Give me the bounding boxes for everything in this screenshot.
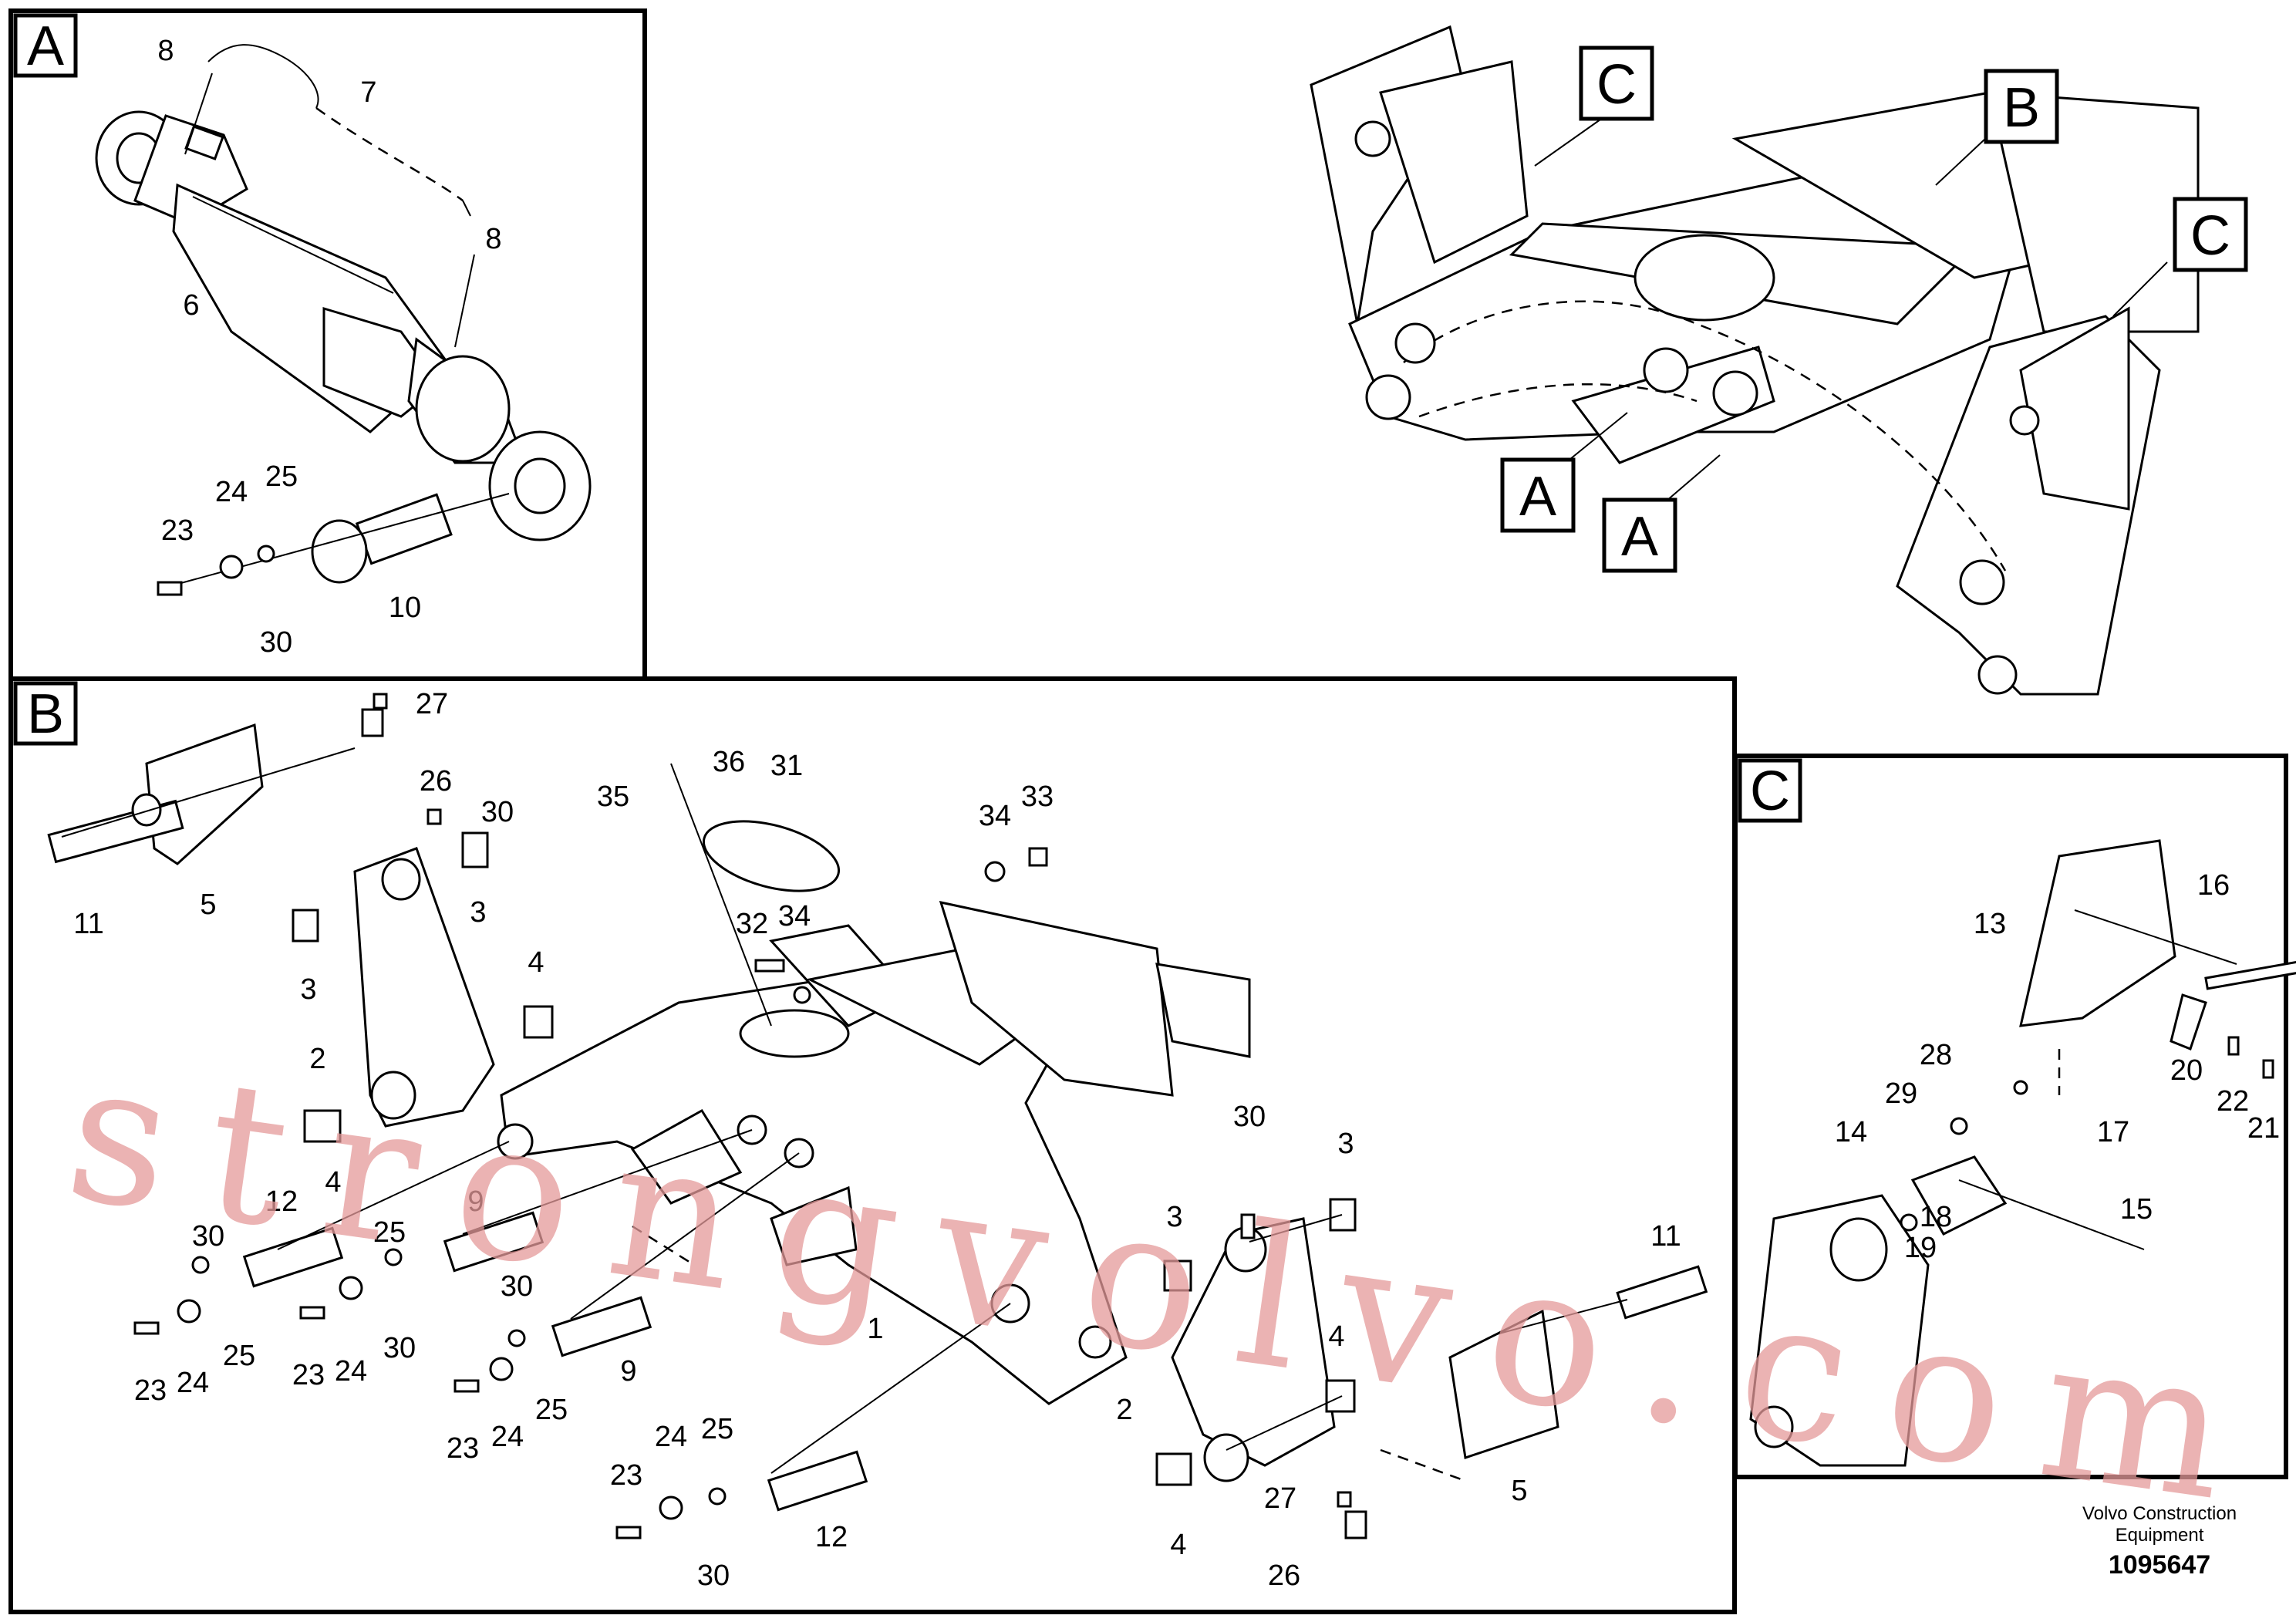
label-b-9-b: 9 <box>620 1355 636 1388</box>
overview-assembly: C B C A A <box>1310 25 2248 696</box>
label-a-10: 10 <box>389 592 421 624</box>
label-c-20: 20 <box>2170 1054 2203 1087</box>
callout-b-top: B <box>2003 77 2040 139</box>
label-b-4-d: 4 <box>1170 1529 1186 1561</box>
brand-line-1: Volvo Construction <box>2082 1503 2237 1524</box>
label-b-9-a: 9 <box>467 1185 484 1218</box>
label-b-24-a: 24 <box>177 1367 209 1399</box>
label-a-7: 7 <box>360 76 376 109</box>
label-b-3-a: 3 <box>470 896 486 929</box>
label-b-23-c: 23 <box>447 1432 479 1465</box>
cylinder-drawing <box>95 110 592 541</box>
label-b-5-left: 5 <box>200 889 216 921</box>
label-b-23-a: 23 <box>134 1374 167 1407</box>
label-b-34-top: 34 <box>979 800 1011 832</box>
callout-a-left: A <box>1519 466 1556 528</box>
label-b-25-a: 25 <box>223 1340 255 1372</box>
label-b-23-d: 23 <box>610 1459 642 1492</box>
brand-line-2: Equipment <box>2116 1525 2204 1546</box>
label-a-25: 25 <box>265 460 298 493</box>
label-b-30-a: 30 <box>192 1220 224 1253</box>
label-b-30-bottom: 30 <box>697 1560 730 1592</box>
label-b-2-left: 2 <box>309 1043 325 1075</box>
label-a-8-right: 8 <box>485 223 501 255</box>
label-b-12-bottom: 12 <box>815 1521 848 1553</box>
label-b-5-right: 5 <box>1511 1475 1527 1507</box>
label-b-31: 31 <box>770 750 803 782</box>
label-b-24-b: 24 <box>335 1355 367 1388</box>
label-c-17: 17 <box>2097 1116 2129 1148</box>
label-a-23: 23 <box>161 514 194 547</box>
footer: Volvo Construction Equipment 1095647 <box>2082 1503 2237 1580</box>
label-b-25-d: 25 <box>701 1413 733 1445</box>
label-c-13: 13 <box>1974 908 2006 940</box>
label-b-36: 36 <box>713 746 745 778</box>
document-number: 1095647 <box>2109 1550 2210 1580</box>
label-b-30-right: 30 <box>1233 1101 1266 1133</box>
label-b-4-b: 4 <box>325 1166 341 1199</box>
panel-c-tag-box <box>1738 758 1802 823</box>
label-b-27-bottom: 27 <box>1264 1482 1296 1515</box>
label-b-30-top: 30 <box>481 796 514 828</box>
panel-c-frame <box>1733 754 2288 1479</box>
label-b-34-mid: 34 <box>778 900 811 932</box>
label-b-27-top: 27 <box>416 688 448 720</box>
label-c-28: 28 <box>1920 1039 1952 1071</box>
label-c-22: 22 <box>2217 1085 2249 1118</box>
panel-a-tag-box <box>13 13 78 78</box>
label-b-24-c: 24 <box>491 1421 524 1453</box>
label-b-12-left: 12 <box>265 1185 298 1218</box>
label-a-30: 30 <box>260 626 292 659</box>
label-b-3-d: 3 <box>1166 1201 1182 1233</box>
label-b-11-right: 11 <box>1650 1220 1681 1253</box>
label-b-4-a: 4 <box>528 946 544 979</box>
panel-c-tag: C <box>1750 760 1790 822</box>
label-b-30-c: 30 <box>501 1270 533 1303</box>
label-b-24-d: 24 <box>655 1421 687 1453</box>
label-b-2-right: 2 <box>1116 1394 1132 1426</box>
label-b-26-bottom: 26 <box>1268 1560 1300 1592</box>
label-c-19: 19 <box>1904 1232 1937 1264</box>
label-b-26-top: 26 <box>420 765 452 798</box>
label-b-33: 33 <box>1021 781 1054 813</box>
callout-a-mid: A <box>1621 506 1658 568</box>
label-c-16: 16 <box>2197 869 2230 902</box>
label-c-21: 21 <box>2247 1112 2280 1145</box>
label-c-18: 18 <box>1920 1201 1952 1233</box>
label-b-1: 1 <box>867 1313 883 1345</box>
label-b-4-c: 4 <box>1328 1320 1344 1353</box>
panel-c: C 13 16 28 29 14 17 18 19 15 20 22 21 <box>1733 754 2296 1479</box>
label-a-24: 24 <box>215 476 248 508</box>
callout-c-top: C <box>1596 54 1637 116</box>
panel-b-tag: B <box>27 683 64 745</box>
label-b-11-left: 11 <box>73 908 103 940</box>
callout-c-right: C <box>2190 205 2230 267</box>
label-c-15: 15 <box>2120 1193 2153 1226</box>
label-b-25-b: 25 <box>373 1216 406 1249</box>
label-b-32: 32 <box>736 908 768 940</box>
panel-b-tag-box <box>13 681 78 746</box>
label-b-3-c: 3 <box>1337 1128 1354 1160</box>
panel-a: A 8 7 8 6 25 24 <box>8 8 647 681</box>
label-a-8-top: 8 <box>157 35 174 67</box>
label-a-6: 6 <box>183 289 199 322</box>
label-c-14: 14 <box>1835 1116 1867 1148</box>
label-b-30-b: 30 <box>383 1332 416 1364</box>
label-b-23-b: 23 <box>292 1359 325 1391</box>
label-b-3-b: 3 <box>300 973 316 1006</box>
panel-b: B <box>8 676 1737 1614</box>
label-b-25-c: 25 <box>535 1394 568 1426</box>
label-b-35: 35 <box>597 781 629 813</box>
panel-a-tag: A <box>27 15 64 77</box>
label-c-29: 29 <box>1885 1077 1917 1110</box>
